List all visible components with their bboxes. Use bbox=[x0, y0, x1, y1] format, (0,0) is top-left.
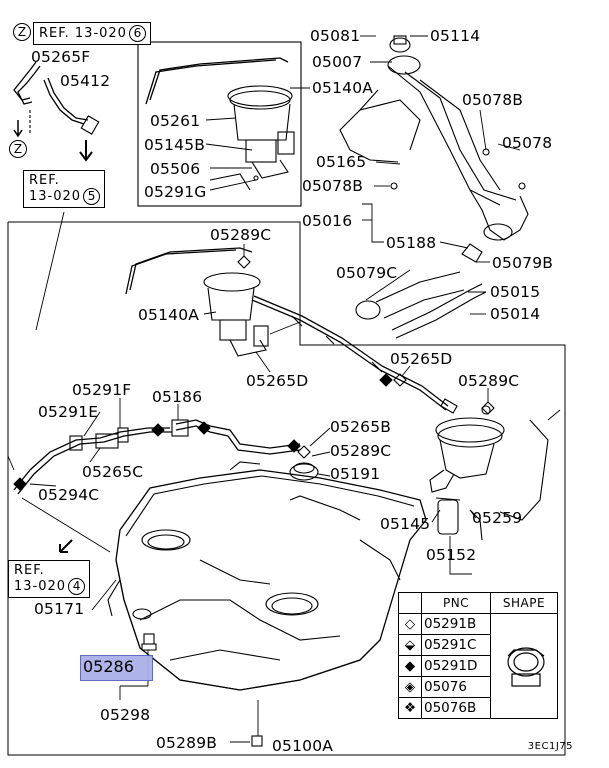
label-05140A-mid[interactable]: 05140A bbox=[138, 306, 200, 324]
fuel-tank bbox=[107, 461, 427, 691]
diamond-filled-icon: ◆ bbox=[398, 655, 422, 677]
label-05079C[interactable]: 05079C bbox=[336, 264, 398, 282]
label-05152[interactable]: 05152 bbox=[426, 546, 477, 564]
label-05412[interactable]: 05412 bbox=[60, 72, 111, 90]
filler-neck-assembly bbox=[339, 35, 529, 263]
drain-plug-parts bbox=[132, 608, 157, 651]
label-05015[interactable]: 05015 bbox=[490, 283, 541, 301]
label-05188[interactable]: 05188 bbox=[386, 234, 437, 252]
label-05078B-top[interactable]: 05078B bbox=[462, 91, 524, 109]
ref-top-number: 6 bbox=[128, 25, 146, 42]
legend-header-shape: SHAPE bbox=[490, 592, 558, 614]
ref-left-upper-line1: REF. bbox=[29, 173, 60, 188]
label-05291G[interactable]: 05291G bbox=[144, 183, 207, 201]
pump-module-mid bbox=[125, 247, 269, 357]
label-05016[interactable]: 05016 bbox=[302, 212, 353, 230]
label-05289B[interactable]: 05289B bbox=[156, 734, 218, 752]
fittings-center bbox=[237, 255, 495, 481]
label-05265D-b[interactable]: 05265D bbox=[390, 350, 453, 368]
label-05506[interactable]: 05506 bbox=[150, 160, 201, 178]
diamond-cross-icon: ◈ bbox=[398, 676, 422, 698]
diamond-cross-filled-icon: ❖ bbox=[398, 697, 422, 719]
diamond-half-icon: ⬙ bbox=[398, 634, 422, 656]
legend-shape-cell bbox=[490, 613, 558, 719]
label-05007[interactable]: 05007 bbox=[312, 53, 363, 71]
label-05259[interactable]: 05259 bbox=[472, 509, 523, 527]
label-05191[interactable]: 05191 bbox=[330, 465, 381, 483]
label-05165[interactable]: 05165 bbox=[316, 153, 367, 171]
ref-left-lower-line2: 13-020 bbox=[14, 579, 67, 594]
z-marker-bottom: Z bbox=[9, 140, 27, 158]
pump-module-top bbox=[145, 57, 295, 191]
ref-left-lower-line1: REF. bbox=[14, 563, 45, 578]
label-05140A-top[interactable]: 05140A bbox=[312, 79, 374, 97]
label-05289C-b[interactable]: 05289C bbox=[458, 372, 520, 390]
label-05261[interactable]: 05261 bbox=[150, 112, 201, 130]
breather-hose-assembly bbox=[13, 61, 100, 162]
bolt-05289B bbox=[251, 735, 263, 747]
label-05014[interactable]: 05014 bbox=[490, 305, 541, 323]
fill-hoses bbox=[355, 271, 487, 339]
label-05265C[interactable]: 05265C bbox=[82, 463, 144, 481]
ref-left-lower-number: 4 bbox=[68, 578, 86, 595]
z-marker-top: Z bbox=[13, 23, 31, 41]
ref-left-upper-line2: 13-020 bbox=[29, 189, 82, 204]
legend-pnc-1[interactable]: 05291B bbox=[421, 613, 491, 635]
legend-pnc-4[interactable]: 05076 bbox=[421, 676, 491, 698]
label-05286-highlighted[interactable]: 05286 bbox=[83, 657, 134, 676]
highlight-box bbox=[80, 655, 153, 681]
figure-code: 3EC1J75 bbox=[527, 741, 573, 752]
label-05294C[interactable]: 05294C bbox=[38, 486, 100, 504]
symbol-legend-table: PNC SHAPE ◇ 05291B ⬙ 05291C ◆ 05291D ◈ 0… bbox=[398, 592, 558, 719]
pump-module-right bbox=[429, 405, 549, 541]
label-05081[interactable]: 05081 bbox=[310, 27, 361, 45]
label-05265D-a[interactable]: 05265D bbox=[246, 372, 309, 390]
ref-top-text: REF. 13-020 bbox=[39, 26, 127, 41]
legend-header-symbol bbox=[398, 592, 422, 614]
ref-left-upper-number: 5 bbox=[83, 188, 101, 205]
main-frame bbox=[7, 221, 566, 756]
label-05289C-a[interactable]: 05289C bbox=[210, 226, 272, 244]
label-05265F[interactable]: 05265F bbox=[31, 48, 91, 66]
label-05298[interactable]: 05298 bbox=[100, 706, 151, 724]
label-05114[interactable]: 05114 bbox=[430, 27, 481, 45]
fuel-lines-main bbox=[251, 295, 458, 414]
label-05078[interactable]: 05078 bbox=[502, 134, 553, 152]
label-05078B-mid[interactable]: 05078B bbox=[302, 177, 364, 195]
label-05291F[interactable]: 05291F bbox=[72, 381, 132, 399]
label-05291E[interactable]: 05291E bbox=[38, 403, 99, 421]
vapor-lines-left bbox=[13, 419, 301, 495]
label-05171[interactable]: 05171 bbox=[34, 600, 85, 618]
label-05265B[interactable]: 05265B bbox=[330, 418, 392, 436]
legend-pnc-3[interactable]: 05291D bbox=[421, 655, 491, 677]
inset-frame-top bbox=[137, 41, 302, 207]
leader-lines bbox=[7, 35, 561, 743]
legend-pnc-2[interactable]: 05291C bbox=[421, 634, 491, 656]
label-05145[interactable]: 05145 bbox=[380, 515, 431, 533]
label-05079B[interactable]: 05079B bbox=[492, 254, 554, 272]
ref-arrow-lower bbox=[59, 539, 73, 553]
diamond-outline-icon: ◇ bbox=[398, 613, 422, 635]
label-05100A[interactable]: 05100A bbox=[272, 737, 334, 755]
legend-pnc-5[interactable]: 05076B bbox=[421, 697, 491, 719]
legend-header-pnc: PNC bbox=[421, 592, 491, 614]
label-05145B[interactable]: 05145B bbox=[144, 136, 206, 154]
label-05289C-c[interactable]: 05289C bbox=[330, 442, 392, 460]
label-05186[interactable]: 05186 bbox=[152, 388, 203, 406]
